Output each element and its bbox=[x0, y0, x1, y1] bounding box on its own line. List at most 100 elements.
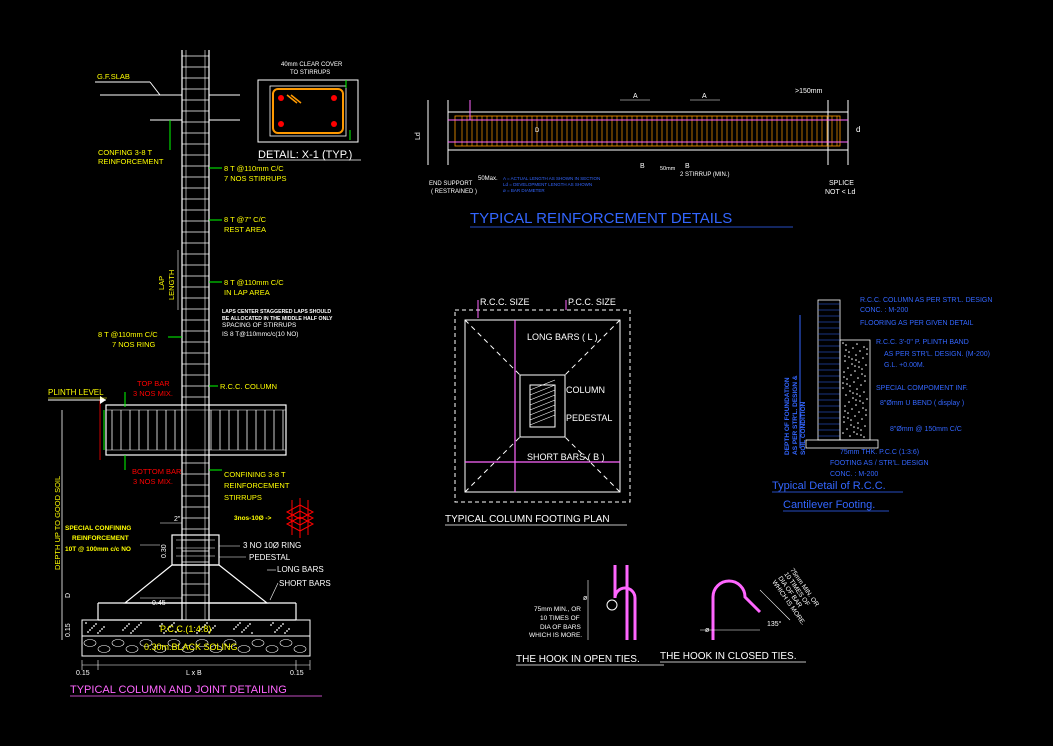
column-plan-label: COLUMN bbox=[566, 385, 605, 395]
column-hatch-line bbox=[529, 394, 556, 406]
cantilever-note-4: R.C.C. 3'-0" P. PLINTH BAND bbox=[876, 339, 969, 346]
beam-label-D: D bbox=[535, 128, 540, 134]
soil-dot bbox=[849, 435, 851, 437]
ring-callout: 3nos-10Ø -> bbox=[234, 515, 272, 522]
pcc-dot bbox=[132, 630, 134, 632]
soling-stone bbox=[265, 645, 279, 653]
lap-area-label-1: 8 T @110mm C/C bbox=[224, 278, 284, 287]
pcc-dot bbox=[210, 629, 212, 631]
rest-area-label-1: 8 T @7" C/C bbox=[224, 215, 267, 224]
soil-dot bbox=[859, 400, 861, 402]
soil-dot bbox=[851, 358, 853, 360]
soil-dot bbox=[859, 350, 861, 352]
beam-50mm: 50mm bbox=[660, 166, 676, 172]
soil-dot bbox=[857, 427, 859, 429]
soil-dot bbox=[845, 349, 847, 351]
pcc-dot bbox=[214, 625, 216, 627]
soil-dot bbox=[866, 398, 868, 400]
soil-dot bbox=[851, 363, 853, 365]
pcc-dot bbox=[171, 624, 173, 626]
dim-015-left: 0.15 bbox=[76, 670, 90, 677]
hook-open-title: THE HOOK IN OPEN TIES. bbox=[516, 654, 640, 665]
pcc-dot bbox=[89, 629, 91, 631]
soil-dot bbox=[843, 421, 845, 423]
soil-dot bbox=[857, 377, 859, 379]
pcc-dot bbox=[202, 626, 204, 628]
soling-stone bbox=[237, 645, 251, 653]
x1-title: DETAIL: X-1 (TYP.) bbox=[258, 149, 352, 161]
ring-3d-icon bbox=[285, 498, 315, 538]
depth-up-label: DEPTH UP TO GOOD SOIL bbox=[53, 476, 62, 570]
pcc-dot bbox=[280, 625, 282, 627]
hook-closed-phi: ø bbox=[705, 627, 710, 634]
gf-slab-label: G.F.SLAB bbox=[97, 72, 130, 81]
soil-dot bbox=[846, 383, 848, 385]
footing-plan: R.C.C. SIZE P.C.C. SIZE LONG BARS ( L ) … bbox=[445, 297, 631, 526]
soil-dot bbox=[853, 381, 855, 383]
soling-stone bbox=[83, 639, 97, 647]
pedestal-label: PEDESTAL bbox=[249, 553, 291, 562]
pcc-dot bbox=[278, 627, 280, 629]
short-bars-label: SHORT BARS bbox=[279, 579, 331, 588]
pcc-dot bbox=[235, 626, 237, 628]
soil-dot bbox=[860, 429, 862, 431]
soling-label: 0.30m.BLACK SOLING bbox=[144, 642, 238, 652]
pcc-dot bbox=[87, 631, 89, 633]
reinforcement-details: >150mm A A B B Ld d D END SUPPORT ( REST… bbox=[415, 88, 860, 228]
soil-dot bbox=[865, 414, 867, 416]
pcc-dot bbox=[140, 622, 142, 624]
soil-dot bbox=[864, 375, 866, 377]
plinth-level-label: PLINTH LEVEL bbox=[48, 388, 104, 397]
cantilever-note-11: FOOTING AS / STR'L. DESIGN bbox=[830, 460, 929, 467]
soil-dot bbox=[858, 411, 860, 413]
lap-label-2: LENGTH bbox=[167, 270, 176, 300]
soil-dot bbox=[844, 355, 846, 357]
soil-dot bbox=[848, 351, 850, 353]
soil-dot bbox=[856, 393, 858, 395]
confining-bottom-label-1: CONFINING 3-8 T bbox=[224, 470, 286, 479]
bottom-bar-label-2: 3 NOS MIX. bbox=[133, 477, 173, 486]
pcc-dot bbox=[124, 627, 126, 629]
lap-area-label-2: IN LAP AREA bbox=[224, 288, 270, 297]
soling-stone bbox=[97, 645, 111, 653]
long-bars-plan-label: LONG BARS ( L ) bbox=[527, 332, 598, 342]
end-support-2: ( RESTRAINED ) bbox=[431, 189, 477, 195]
soil-dot bbox=[847, 367, 849, 369]
confining-bottom-label-3: STIRRUPS bbox=[224, 493, 262, 502]
rest-area-label-2: REST AREA bbox=[224, 225, 266, 234]
rcc-size-label: R.C.C. SIZE bbox=[480, 297, 530, 307]
soil-dot bbox=[860, 384, 862, 386]
soil-dot bbox=[849, 390, 851, 392]
beam-label-B1: B bbox=[640, 163, 645, 170]
pcc-dot bbox=[284, 632, 286, 634]
soling-stone bbox=[293, 645, 307, 653]
soil-dot bbox=[842, 342, 844, 344]
special-confining-3: 10T @ 100mm c/c NO bbox=[65, 546, 131, 553]
top-bar-label-2: 3 NOS MIX. bbox=[133, 389, 173, 398]
ring-110-label-2: 7 NOS RING bbox=[112, 340, 156, 349]
beam-label-A1: A bbox=[633, 93, 638, 100]
soil-dot bbox=[845, 344, 847, 346]
bottom-bar-label-1: BOTTOM BAR bbox=[132, 467, 182, 476]
pcc-dot bbox=[206, 622, 208, 624]
cantilever-note-9: 8"Ømm @ 150mm C/C bbox=[890, 426, 962, 433]
soling-stone bbox=[279, 639, 293, 647]
pcc-dot bbox=[241, 631, 243, 633]
soil-dot bbox=[847, 412, 849, 414]
beam-label-d: d bbox=[856, 125, 860, 134]
pcc-dot bbox=[282, 623, 284, 625]
soling-stone bbox=[209, 645, 223, 653]
confining-bottom-label-2: REINFORCEMENT bbox=[224, 481, 290, 490]
hook-open-ties: ø 75mm MIN., OR 10 TIMES OF DIA OF BARS … bbox=[516, 565, 664, 666]
soil-dot bbox=[852, 397, 854, 399]
pcc-dot bbox=[276, 629, 278, 631]
pcc-label: P.C.C.(1:4:8) bbox=[160, 624, 211, 634]
soil-dot bbox=[866, 348, 868, 350]
soil-dot bbox=[857, 422, 859, 424]
soil-dot bbox=[854, 370, 856, 372]
pcc-dot bbox=[208, 631, 210, 633]
soil-dot bbox=[865, 409, 867, 411]
soil-dot bbox=[859, 395, 861, 397]
soil-dot bbox=[842, 432, 844, 434]
